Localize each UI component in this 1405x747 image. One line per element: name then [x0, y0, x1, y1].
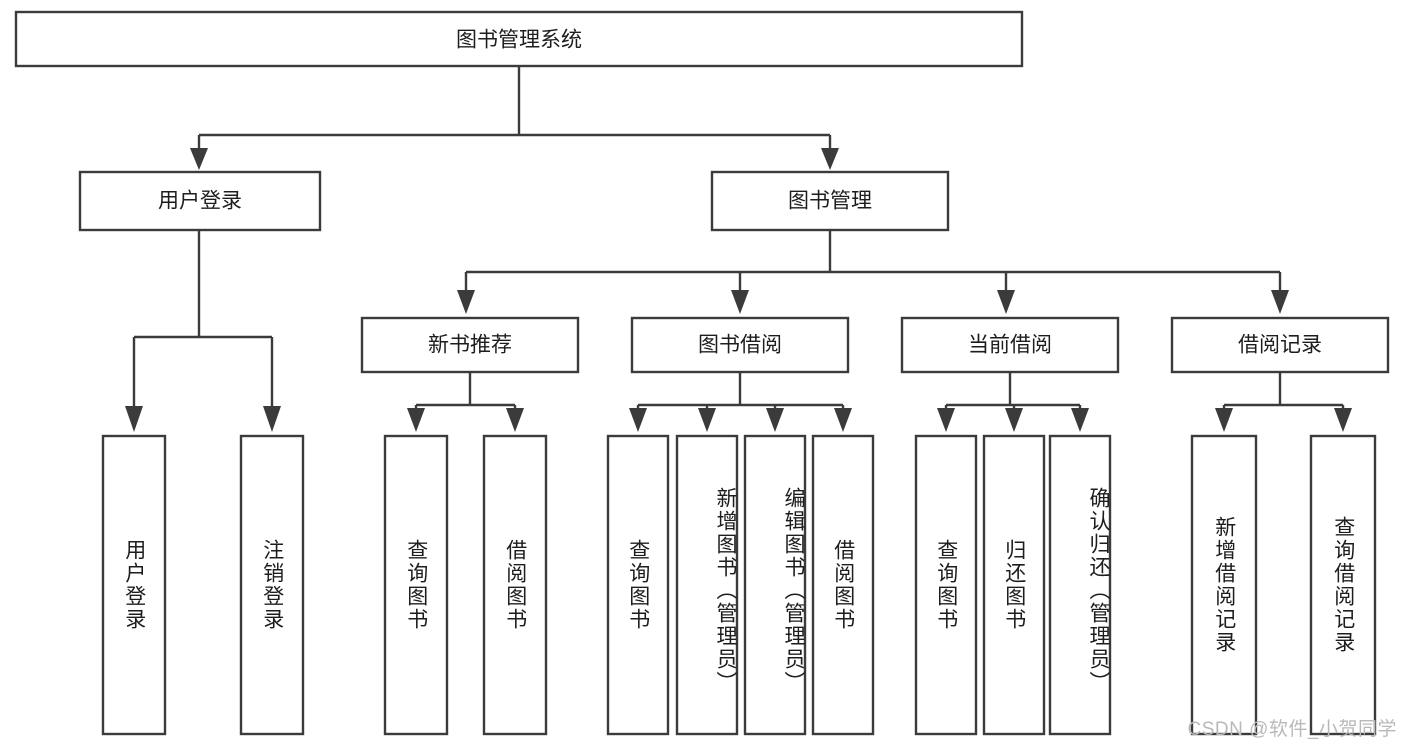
arrow-records-leaf-1 [1215, 408, 1233, 432]
arrow-records-leaf-2 [1334, 408, 1352, 432]
arrow-book-mgmt-to-current [997, 290, 1015, 314]
arrow-root-to-user-login [190, 148, 208, 170]
arrow-current-leaf-3 [1071, 408, 1089, 432]
node-new-book-label: 新书推荐 [428, 334, 512, 357]
leaf-box-newbook-query[interactable] [383, 434, 449, 736]
node-borrow-records-label: 借阅记录 [1238, 334, 1322, 357]
node-current-borrow-label: 当前借阅 [968, 334, 1052, 357]
arrow-book-mgmt-to-borrow [731, 290, 749, 314]
arrow-book-mgmt-to-new-book [457, 290, 475, 314]
node-current-borrow-box[interactable] [900, 316, 1120, 374]
leaf-box-records-add[interactable] [1190, 434, 1258, 736]
arrow-borrow-leaf-2 [698, 408, 716, 432]
node-user-login-label: 用户登录 [158, 190, 242, 213]
leaf-box-current-query[interactable] [914, 434, 978, 736]
node-borrow-label: 图书借阅 [698, 334, 782, 357]
leaf-box-borrow-add[interactable] [675, 434, 739, 736]
arrow-new-book-leaf-2 [506, 408, 524, 432]
arrow-borrow-leaf-3 [766, 408, 784, 432]
node-book-mgmt-box[interactable] [710, 170, 950, 232]
node-user-login-box[interactable] [78, 170, 322, 232]
arrow-current-leaf-1 [937, 408, 955, 432]
arrow-borrow-leaf-1 [629, 408, 647, 432]
leaf-box-borrow-lend[interactable] [811, 434, 875, 736]
watermark-label: CSDN @软件_小贺同学 [1187, 719, 1397, 740]
node-new-book-box[interactable] [360, 316, 580, 374]
leaf-box-records-query[interactable] [1309, 434, 1377, 736]
leaf-box-current-confirm[interactable] [1048, 434, 1112, 736]
arrow-new-book-leaf-1 [407, 408, 425, 432]
arrow-user-login-leaf-1 [125, 406, 143, 432]
arrow-book-mgmt-to-records [1271, 290, 1289, 314]
arrow-current-leaf-2 [1005, 408, 1023, 432]
arrow-borrow-leaf-4 [834, 408, 852, 432]
leaf-box-borrow-query[interactable] [606, 434, 670, 736]
leaf-box-newbook-borrow[interactable] [482, 434, 548, 736]
leaf-box-current-return[interactable] [982, 434, 1046, 736]
leaf-box-user-login[interactable] [101, 434, 167, 736]
node-layer: 图书管理系统 用户登录 图书管理 新书推荐 图书借阅 当前借阅 借阅记录 [14, 10, 1390, 736]
node-root-box[interactable] [14, 10, 1024, 68]
node-borrow-records-box[interactable] [1170, 316, 1390, 374]
node-borrow-box[interactable] [630, 316, 850, 374]
node-root-label: 图书管理系统 [456, 29, 582, 52]
leaf-box-logout[interactable] [239, 434, 305, 736]
arrow-user-login-leaf-2 [263, 406, 281, 432]
leaf-box-borrow-edit[interactable] [743, 434, 807, 736]
arrow-root-to-book-mgmt [821, 148, 839, 170]
connector-layer [125, 66, 1352, 432]
node-book-mgmt-label: 图书管理 [788, 190, 872, 213]
